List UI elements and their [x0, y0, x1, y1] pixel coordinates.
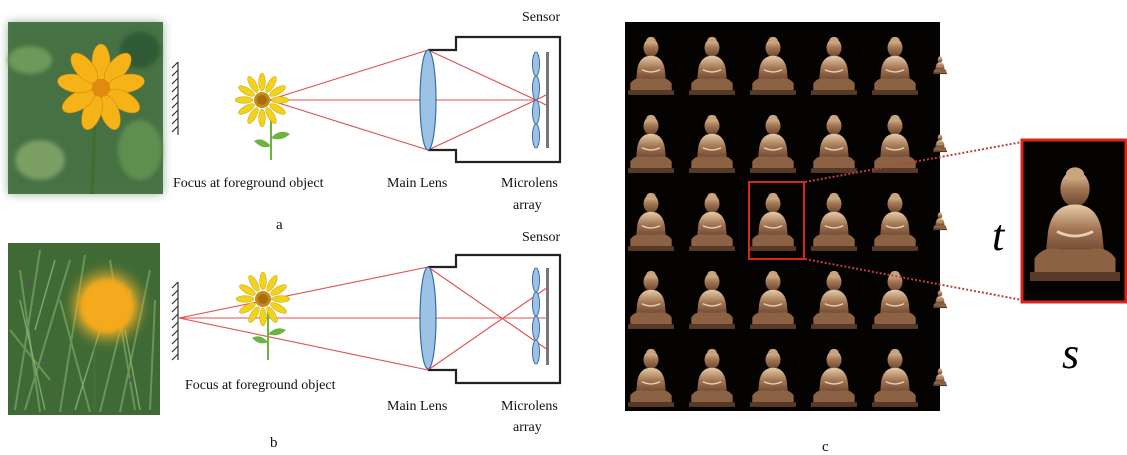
sensor-plate-icon	[546, 268, 549, 365]
wall-hatch-icon	[171, 281, 179, 361]
microlens-label-b-2: array	[513, 420, 542, 435]
main-lens-icon	[419, 266, 437, 370]
sensor-plate-icon	[546, 52, 549, 148]
sensor-label-b: Sensor	[522, 230, 560, 245]
zoomed-subaperture	[1020, 138, 1127, 304]
camera-body	[428, 35, 562, 164]
focus-label-a: Focus at foreground object	[173, 176, 324, 191]
rays-a	[268, 49, 549, 151]
caption-a: a	[276, 217, 283, 233]
photo-blurred-flower	[8, 243, 160, 415]
axis-s-label: s	[1062, 329, 1079, 378]
panel-a: Sensor Focus at foreground object Main L…	[8, 10, 562, 233]
main-lens-icon	[419, 49, 437, 151]
microlens-label-a-2: array	[513, 198, 542, 213]
main-lens-label-b: Main Lens	[387, 399, 447, 414]
flower-icon	[235, 271, 291, 360]
caption-b: b	[270, 435, 278, 451]
microlens-label-a-1: Microlens	[501, 176, 558, 191]
flower-icon	[57, 43, 145, 130]
microlens-array-icon	[532, 51, 540, 149]
panel-c: t s c	[625, 22, 1127, 455]
rays-b	[178, 266, 549, 371]
caption-c: c	[822, 439, 829, 455]
main-lens-label-a: Main Lens	[387, 176, 447, 191]
panel-b: Sensor Focus at foreground object Main L…	[8, 230, 562, 451]
photo-sharp-flower	[8, 22, 163, 195]
highlight-box	[748, 181, 805, 260]
wall-hatch-icon	[171, 61, 179, 135]
zoom-connectors	[804, 141, 1023, 301]
flower-icon	[234, 72, 290, 160]
microlens-label-b-1: Microlens	[501, 399, 558, 414]
microlens-array-icon	[532, 267, 540, 365]
axis-t-label: t	[992, 211, 1006, 260]
sensor-label-a: Sensor	[522, 10, 560, 25]
focus-label-b: Focus at foreground object	[185, 378, 336, 393]
camera-body	[428, 253, 562, 385]
